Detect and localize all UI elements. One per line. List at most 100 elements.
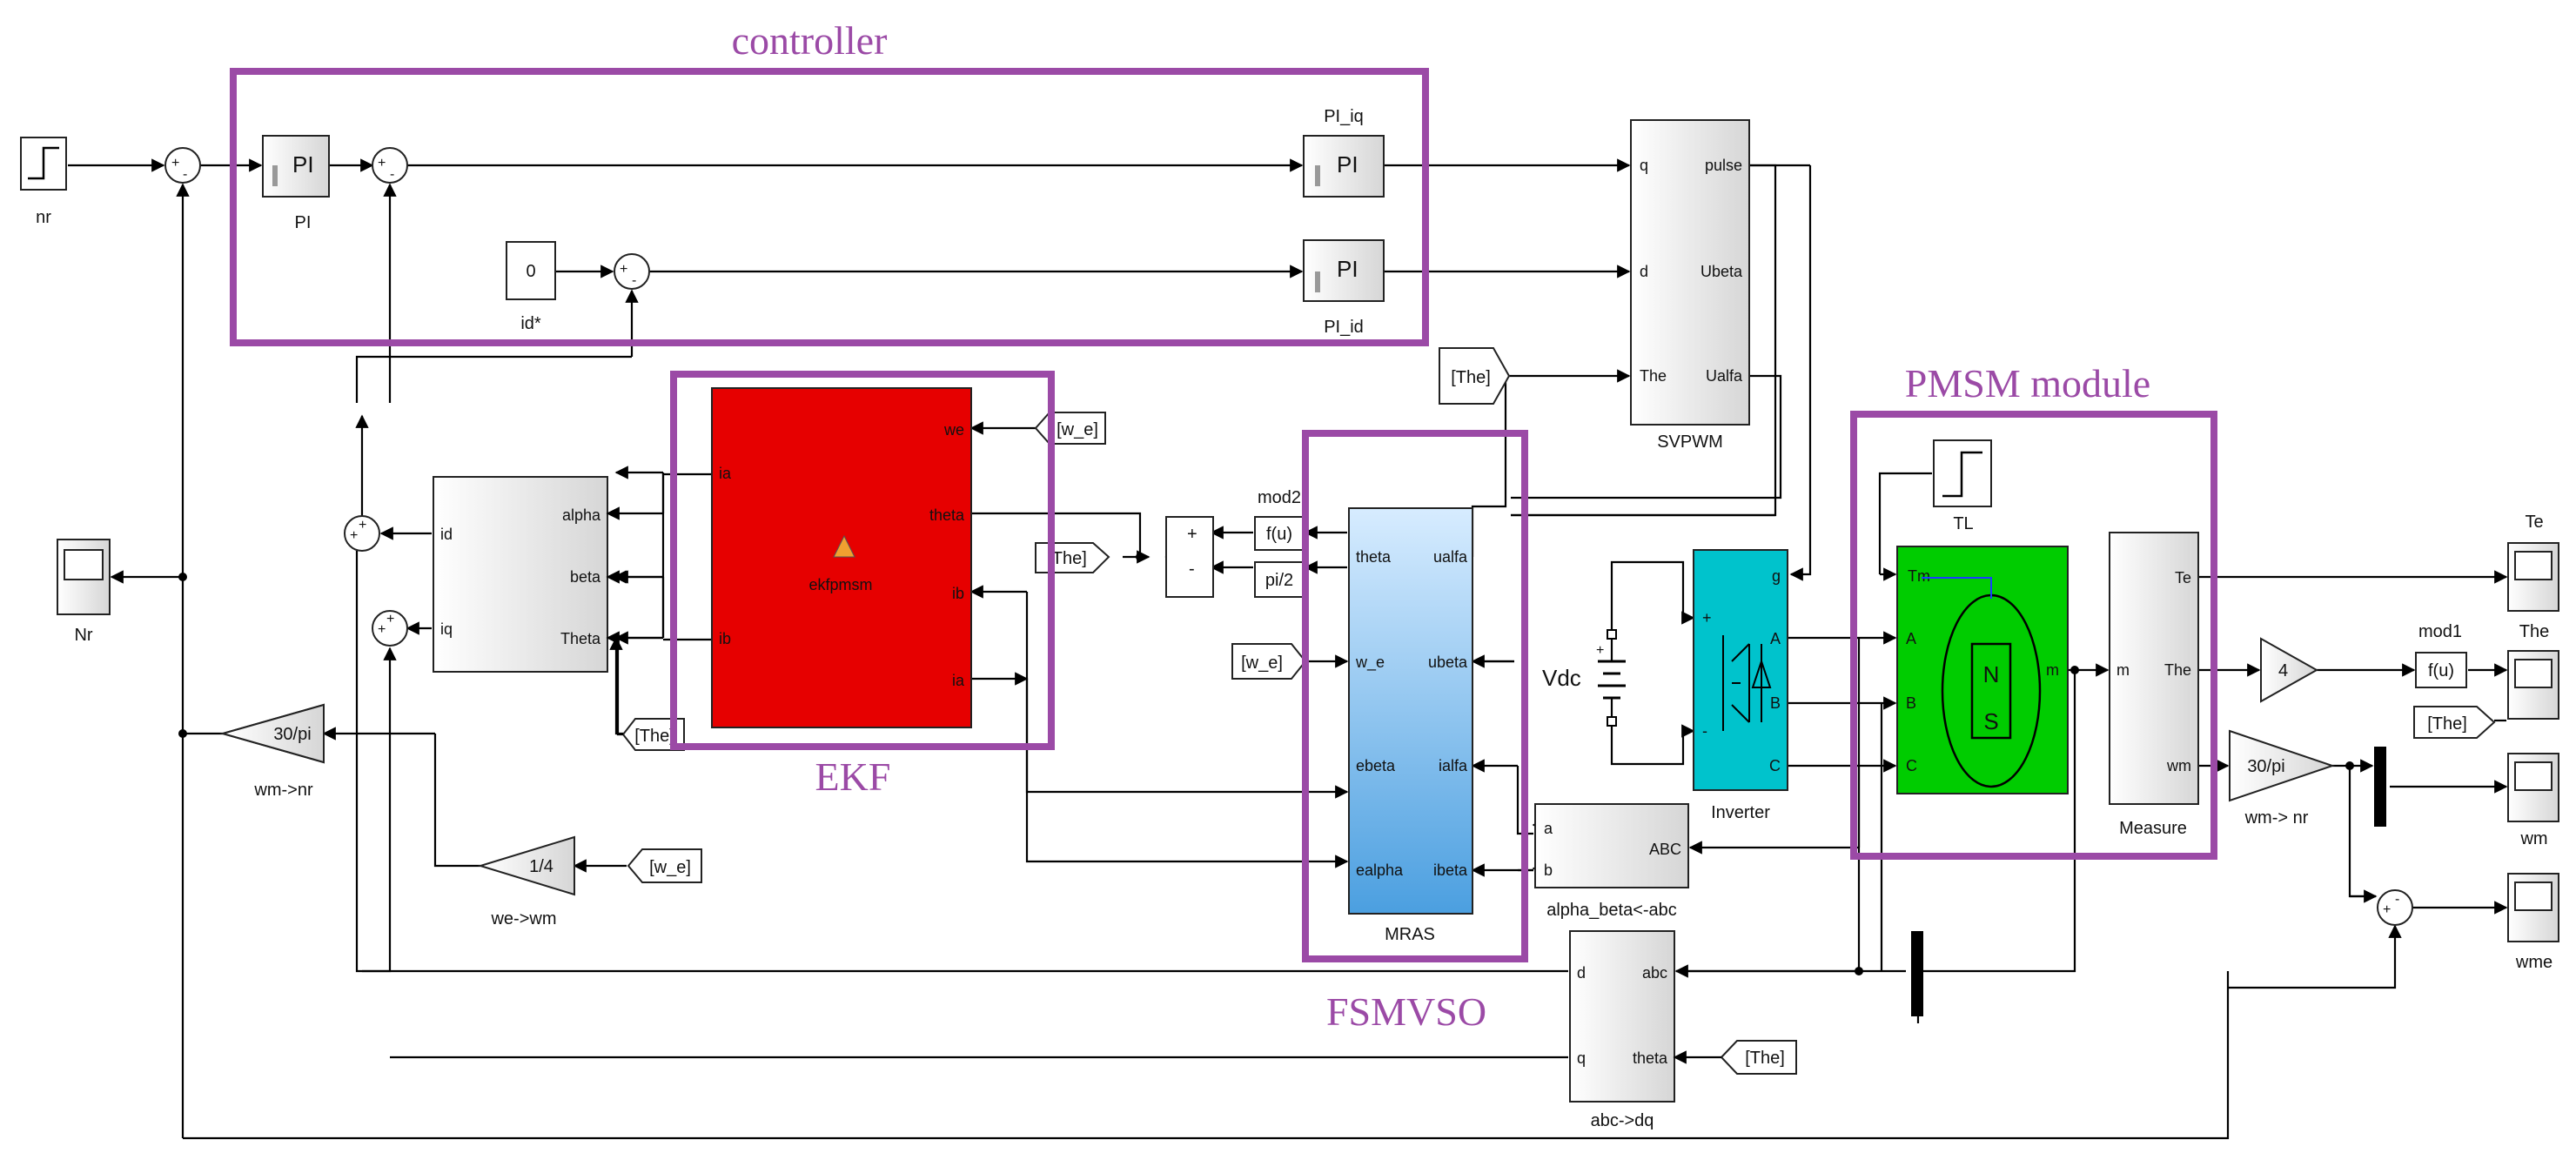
mux-bar-right [2374,747,2386,827]
ekf-center-label: ekfpmsm [808,576,872,593]
gain-we-wm-label: we->wm [490,909,556,928]
sum-iq-minus: - [390,167,394,182]
sum-wme-minus: - [2395,892,2399,907]
step-nr-block[interactable]: nr [20,137,67,227]
sum-idfb-plus2: + [359,518,366,533]
controller-group: controller [230,18,1429,346]
sum-plus-sign: + [171,156,179,171]
svpwm-block[interactable]: q d The pulse Ubeta Ualfa SVPWM [1630,119,1750,452]
abcdq-abc-port: abc [1642,964,1667,982]
transform-id-port: id [440,526,453,543]
alphabeta-block[interactable]: a b ABC alpha_beta<-abc [1534,803,1689,920]
sum-speed-error[interactable]: + - [164,147,201,184]
ekf-ia-out-port: ia [952,672,965,689]
from-the-svpwm[interactable]: [The] [1439,347,1511,405]
park-transform-block[interactable]: id iq alpha beta Theta [433,476,608,673]
inverter-b-port: B [1770,694,1781,712]
pmsm-title: PMSM module [1905,361,2150,406]
svpwm-d-port: d [1640,263,1648,280]
sum-iq-feedback[interactable]: + + [372,610,408,647]
measure-block[interactable]: m Te The wm Measure [2109,532,2199,838]
fcn-mod2-label: mod2 [1258,488,1301,507]
scope-wme-block[interactable]: wme [2507,873,2559,972]
sum-iq-error[interactable]: + - [372,147,408,184]
junction-dot [2345,761,2354,770]
abcdq-theta-port: theta [1633,1049,1668,1067]
inverter-label: Inverter [1711,803,1770,822]
sum-iq-plus: + [378,156,386,171]
mras-block[interactable]: theta w_e ebeta ealpha ualfa ubeta ialfa… [1348,507,1473,944]
pmsm-a-port: A [1906,630,1916,647]
fcn-mod1-block[interactable]: mod1 f(u) [2415,622,2467,688]
alphabeta-label: alpha_beta<-abc [1546,901,1677,920]
measure-te-port: Te [2175,569,2191,586]
scope-te-block[interactable]: Te [2507,513,2559,612]
gain-we-wm-text: 1/4 [529,857,553,876]
mras-ialfa-port: ialfa [1439,757,1468,774]
ekf-ib-in-port: ib [719,630,731,647]
gain-4-block[interactable]: 4 [2260,637,2319,703]
gain-we-wm-block[interactable]: 1/4 we->wm [477,835,575,928]
fcn-mod1-text: f(u) [2428,661,2454,680]
pmsm-n-text: N [1983,661,2000,687]
ekf-ib-out-port: ib [952,585,964,602]
from-the-scope-text: [The] [2427,714,2467,734]
svpwm-ubeta-port: Ubeta [1701,263,1743,280]
const-id-ref-block[interactable]: 0 id* [506,241,556,333]
scope-nr-block[interactable]: Nr [57,539,111,645]
from-the-scope[interactable]: [The] [2413,706,2496,739]
abcdq-q-port: q [1577,1049,1586,1067]
transform-beta-port: beta [570,568,601,586]
gain-4-text: 4 [2278,661,2288,680]
sum-id-error[interactable]: + - [614,253,650,290]
ekf-title: EKF [815,754,891,799]
pmsm-block[interactable]: Tm A B C m N S [1896,546,2069,794]
abc-dq-block[interactable]: d q abc theta abc->dq [1569,930,1675,1130]
inverter-minus-port: - [1702,722,1707,740]
igbt-icon [1722,635,1772,731]
svpwm-ualfa-port: Ualfa [1706,367,1743,385]
from-the-dq[interactable]: [The] [1720,1040,1797,1075]
pi-id-block[interactable]: PI PI_id [1303,239,1385,337]
svpwm-q-port: q [1640,157,1648,174]
sum-wme[interactable]: + - [2377,889,2413,926]
goto-we-top[interactable]: [w_e] [1034,412,1106,445]
gain-wm-nr-block[interactable]: 30/pi wm->nr [219,703,325,800]
goto-the-mid[interactable]: [The] [1035,542,1110,573]
mras-theta-port: theta [1356,548,1392,566]
fcn-mod2-block[interactable]: mod2 f(u) [1254,488,1305,551]
gain-wm-nr2-block[interactable]: 30/pi wm-> nr [2229,729,2336,828]
measure-m-port: m [2116,661,2130,679]
pmsm-tm-port: Tm [1908,567,1930,585]
gain-wm-nr-text: 30/pi [273,725,311,744]
transform-theta-port: Theta [560,630,601,647]
matlab-icon [833,534,855,558]
sum-id-feedback[interactable]: + + [344,515,380,552]
mux-bar [1911,931,1923,1016]
sum-angle-block[interactable]: + - [1165,516,1214,598]
const-pi2-block[interactable]: pi/2 [1254,561,1305,598]
const-id-value: 0 [526,262,535,281]
svpwm-label: SVPWM [1657,432,1723,452]
mras-ibeta-port: ibeta [1433,861,1468,879]
svpwm-pulse-port: pulse [1705,157,1742,174]
goto-the-mid-text: [The] [1047,549,1087,568]
pi-speed-text: PI [292,151,314,178]
from-we-gain[interactable]: [w_e] [627,848,702,883]
scope-wm-block[interactable]: wm [2507,753,2559,848]
vdc-source[interactable]: Vdc + [1542,629,1626,727]
step-tl-block[interactable]: TL [1933,439,1992,533]
gain-wm-nr2-text: 30/pi [2247,757,2284,776]
ekf-pmsm-block[interactable]: ia ib we theta ib ia ekfpmsm [711,387,972,728]
ekf-ia-in-port: ia [719,465,732,482]
inverter-block[interactable]: g + - A B C Inverter [1693,549,1788,822]
pi-speed-block[interactable]: PI PI [262,135,330,232]
pmsm-c-port: C [1906,757,1917,774]
pi-iq-block[interactable]: PI_iq PI [1303,107,1385,198]
alphabeta-b-port: b [1544,861,1553,879]
scope-the-block[interactable]: The [2507,622,2559,720]
pi-iq-label: PI_iq [1324,107,1364,126]
from-we-mras[interactable]: [w_e] [1231,643,1307,680]
measure-label: Measure [2119,819,2187,838]
pi-speed-label: PI [295,213,312,232]
